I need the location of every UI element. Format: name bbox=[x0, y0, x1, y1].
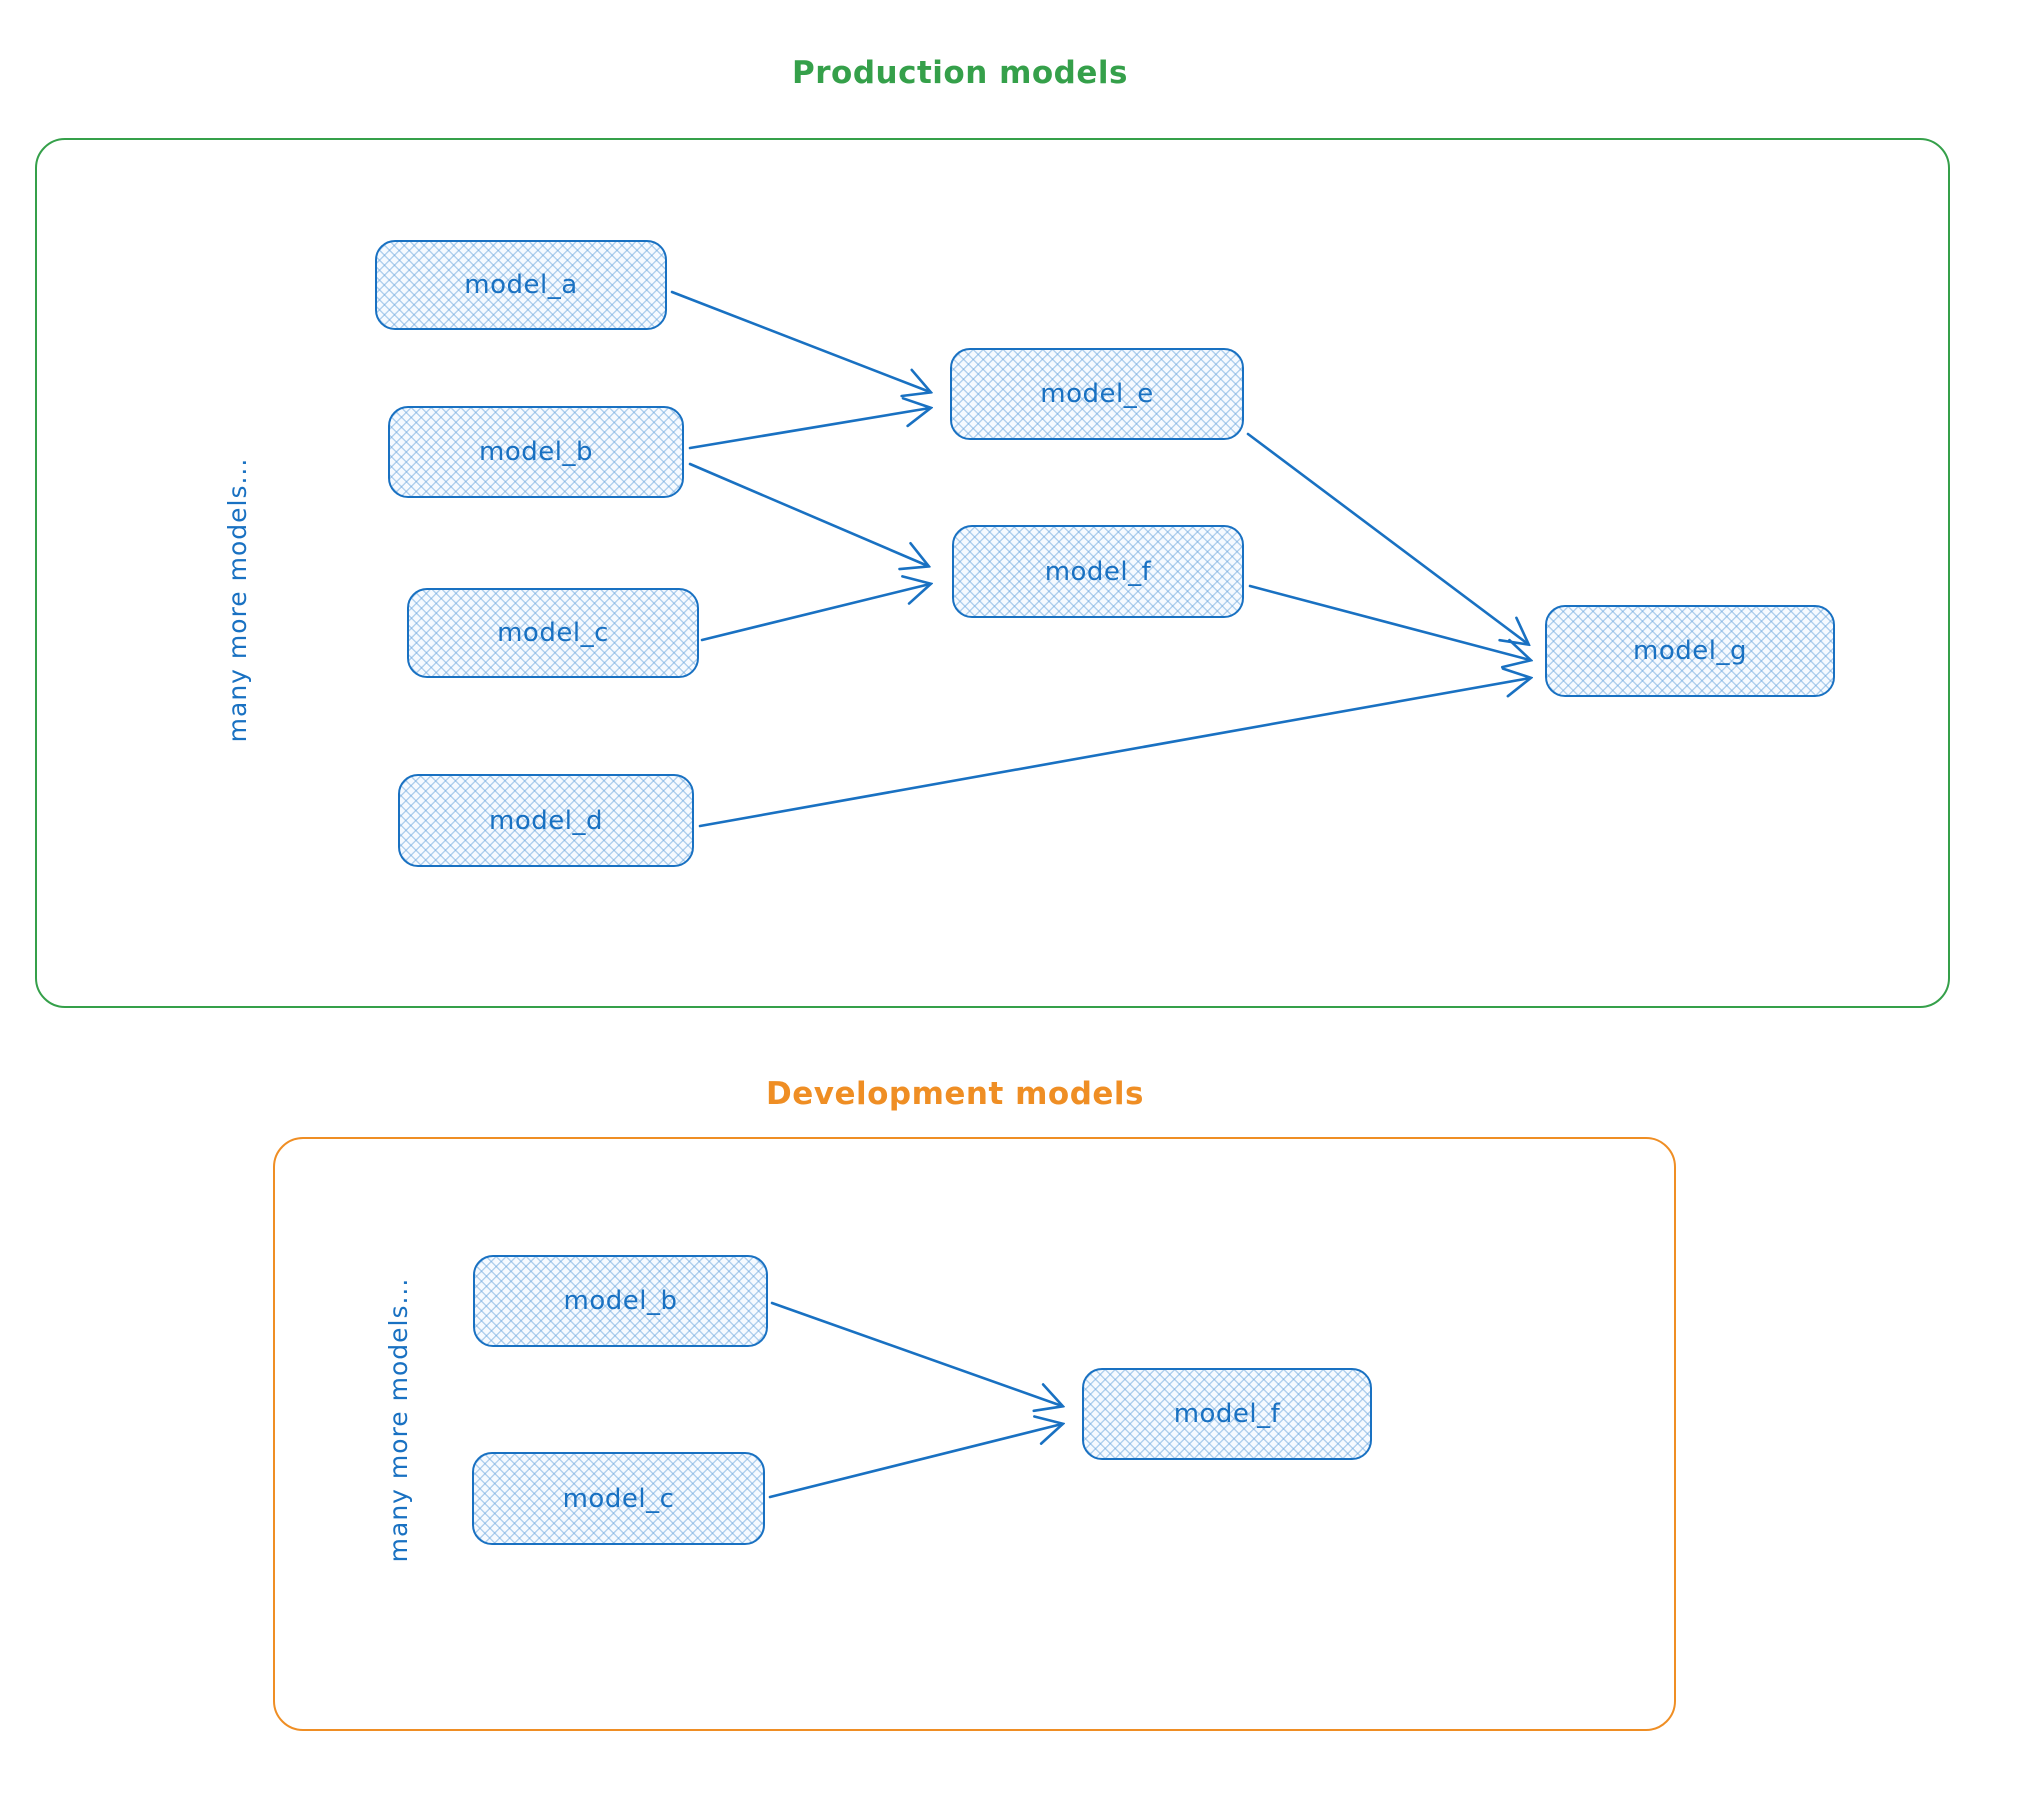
node-dev-model-f: model_f bbox=[1082, 1368, 1372, 1460]
node-model-c: model_c bbox=[407, 588, 699, 678]
node-dev-model-c: model_c bbox=[472, 1452, 765, 1545]
node-label: model_c bbox=[497, 618, 609, 648]
node-dev-model-b: model_b bbox=[473, 1255, 768, 1347]
node-label: model_c bbox=[562, 1483, 675, 1514]
development-title: Development models bbox=[765, 1076, 1144, 1112]
node-label: model_a bbox=[464, 270, 578, 300]
node-label: model_e bbox=[1040, 379, 1154, 409]
node-label: model_f bbox=[1044, 556, 1152, 587]
production-title: Production models bbox=[792, 55, 1128, 91]
node-label: model_g bbox=[1633, 636, 1747, 666]
node-model-e: model_e bbox=[950, 348, 1244, 440]
development-side-label: many more models... bbox=[383, 1277, 413, 1563]
development-group-box bbox=[273, 1137, 1676, 1731]
node-label: model_f bbox=[1173, 1399, 1281, 1429]
production-side-label: many more models... bbox=[222, 457, 252, 743]
production-group-box bbox=[35, 138, 1950, 1008]
node-model-a: model_a bbox=[375, 240, 667, 330]
node-model-g: model_g bbox=[1545, 605, 1835, 697]
node-label: model_b bbox=[563, 1286, 678, 1316]
node-label: model_b bbox=[479, 437, 593, 467]
node-model-f: model_f bbox=[952, 525, 1244, 618]
node-label: model_d bbox=[489, 805, 603, 836]
node-model-d: model_d bbox=[398, 774, 694, 867]
node-model-b: model_b bbox=[388, 406, 684, 498]
